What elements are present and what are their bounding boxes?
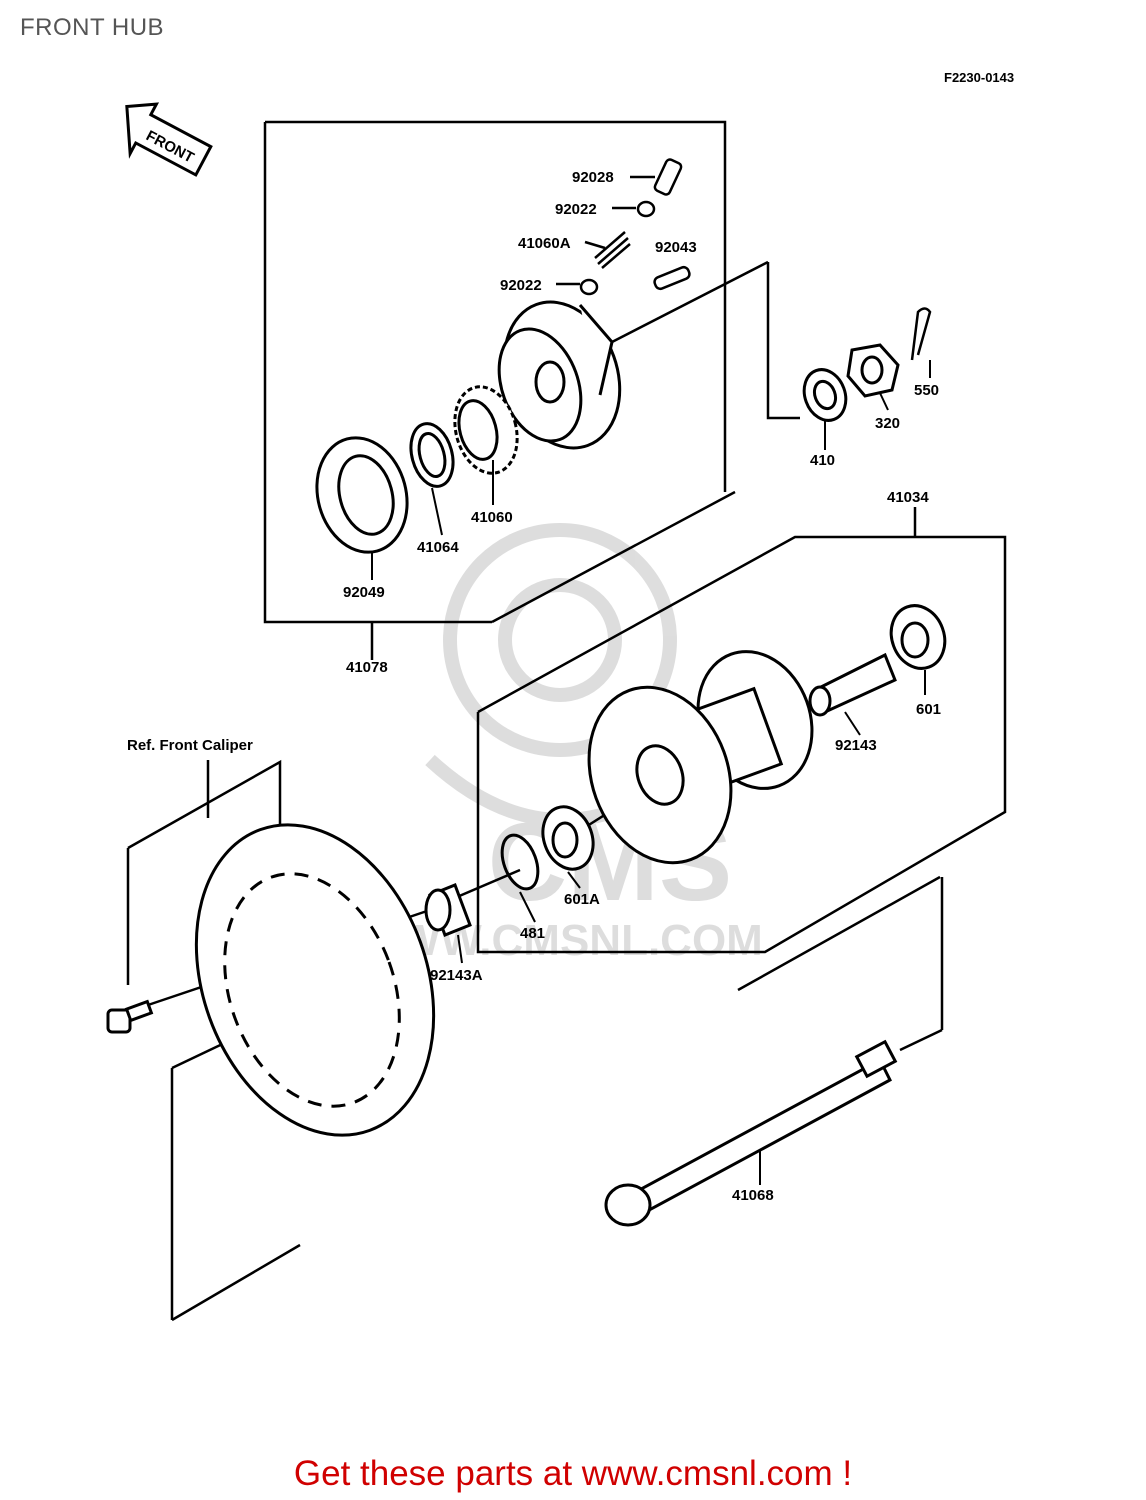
label-ref-front-caliper: Ref. Front Caliper bbox=[127, 737, 253, 754]
front-arrow: FRONT bbox=[125, 102, 213, 177]
label-41034: 41034 bbox=[887, 489, 929, 506]
ring-41064 bbox=[409, 422, 455, 488]
cotter-pin-550 bbox=[910, 307, 932, 361]
washer-410 bbox=[802, 368, 848, 422]
leader-lines bbox=[371, 360, 931, 1185]
parts-diagram: CMS WWW.CMSNL.COM FRONT bbox=[106, 102, 1007, 1322]
label-320: 320 bbox=[875, 415, 900, 432]
label-92049: 92049 bbox=[343, 584, 385, 601]
label-410: 410 bbox=[810, 452, 835, 469]
label-41060: 41060 bbox=[471, 509, 513, 526]
disc-bolt bbox=[106, 999, 154, 1034]
label-41064: 41064 bbox=[417, 539, 459, 556]
spacer-92143 bbox=[808, 652, 897, 717]
diagram-id: F2230-0143 bbox=[944, 70, 1015, 85]
nut-320 bbox=[846, 343, 900, 398]
watermark: CMS WWW.CMSNL.COM bbox=[357, 523, 763, 965]
label-92143a: 92143A bbox=[430, 967, 483, 984]
caliper-ref-box bbox=[126, 759, 282, 985]
washer-92022-a bbox=[612, 200, 656, 218]
footer-cta-link[interactable]: Get these parts at www.cmsnl.com ! bbox=[293, 1454, 853, 1493]
gear-41060 bbox=[453, 385, 519, 475]
washer-92022-b bbox=[556, 278, 599, 296]
label-92043: 92043 bbox=[655, 239, 697, 256]
pin-92043 bbox=[653, 265, 691, 291]
collar-92143a bbox=[424, 883, 472, 937]
brake-panel-box bbox=[263, 120, 800, 660]
label-481: 481 bbox=[520, 925, 545, 942]
seal-92049 bbox=[315, 436, 409, 554]
brake-panel bbox=[497, 300, 622, 450]
brake-disc bbox=[194, 823, 436, 1137]
grease-nipple bbox=[630, 158, 683, 196]
label-92028: 92028 bbox=[572, 169, 614, 186]
bearing-601 bbox=[889, 604, 947, 670]
label-601a: 601A bbox=[564, 891, 600, 908]
hub-box bbox=[476, 507, 1007, 954]
label-550: 550 bbox=[914, 382, 939, 399]
bearing-601a bbox=[541, 805, 595, 871]
circlip-481 bbox=[500, 833, 540, 891]
label-92143: 92143 bbox=[835, 737, 877, 754]
hub-body bbox=[587, 650, 814, 865]
label-41060a: 41060A bbox=[518, 235, 571, 252]
label-601: 601 bbox=[916, 701, 941, 718]
label-41078: 41078 bbox=[346, 659, 388, 676]
label-41068: 41068 bbox=[732, 1187, 774, 1204]
part-labels: 92028 92022 41060A 92043 92022 550 320 4… bbox=[127, 169, 941, 1204]
axle-41068 bbox=[604, 1039, 898, 1227]
page-title: FRONT HUB bbox=[20, 14, 165, 41]
label-92022-a: 92022 bbox=[555, 201, 597, 218]
label-92022-b: 92022 bbox=[500, 277, 542, 294]
spring-41060a bbox=[584, 231, 631, 269]
